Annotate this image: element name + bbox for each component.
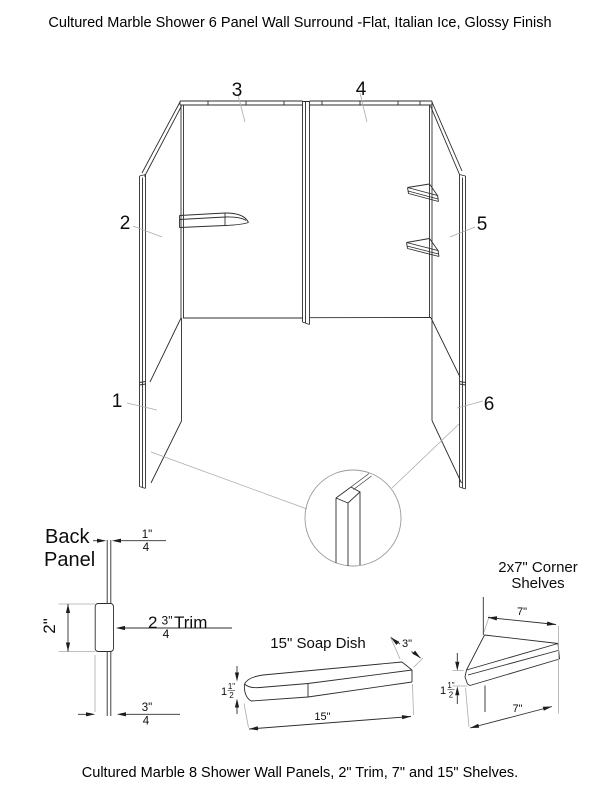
left-corner-trim <box>139 101 182 489</box>
corner-shelf-outline <box>464 597 560 712</box>
corner-shelf-extension-lines <box>452 615 559 728</box>
dim-depth-text: 3" <box>402 638 412 650</box>
dim-soap-height-num: 1" <box>228 682 235 691</box>
page-title: Cultured Marble Shower 6 Panel Wall Surr… <box>48 15 552 31</box>
dim-depth-3in: 3" <box>390 637 421 659</box>
dim-quarter-num: 1" <box>142 529 152 541</box>
seam-detail-circle <box>304 469 402 567</box>
dim-length-15in: 15" <box>248 711 412 731</box>
dim-top-7in-text: 7" <box>517 606 527 618</box>
dim-shelf-height-whole: 1 <box>440 685 446 697</box>
corner-shelves-3d <box>406 183 440 257</box>
detail-circle-outline <box>304 469 402 567</box>
dim-three-quarter-inch: 3" 4 <box>78 702 180 728</box>
part-label-2: 2 <box>120 213 131 234</box>
dim-three-quarter-den: 4 <box>143 716 150 728</box>
center-trim <box>302 101 310 325</box>
part-label-5: 5 <box>477 214 488 235</box>
dim-shelf-height: 1 1" 2 <box>440 653 460 704</box>
corner-shelves-title-line1: 2x7" Corner <box>498 559 578 576</box>
side-panel-left <box>149 317 182 484</box>
part-labels: 1 2 3 4 5 6 <box>112 79 495 415</box>
trim-section-block <box>94 603 114 652</box>
trim-callout-whole: 2 <box>148 613 157 632</box>
corner-shelves-diagram: 2x7" Corner Shelves 7" 1 1" 2 7" <box>440 559 578 729</box>
side-panel-right <box>430 317 462 484</box>
soap-dish-title: 15" Soap Dish <box>270 635 365 652</box>
dim-shelf-height-den: 2 <box>449 691 454 700</box>
extension-lines <box>58 603 96 712</box>
dim-two-inch-text: 2" <box>40 618 59 634</box>
dim-two-inch: 2" <box>40 604 71 652</box>
trim-callout-den: 4 <box>163 627 170 641</box>
trim-callout: 2 3" 4 Trim <box>115 613 232 641</box>
back-panels <box>179 100 433 319</box>
soap-dish-diagram: 15" Soap Dish 3" 1 1" 2 15" <box>221 635 424 731</box>
dim-shelf-height-num: 1" <box>447 681 454 690</box>
back-panel-label-line1: Back <box>45 526 90 548</box>
part-label-1: 1 <box>112 391 123 412</box>
part-leader-lines <box>126 92 484 510</box>
dim-top-7in: 7" <box>487 606 557 626</box>
dim-soap-height-den: 2 <box>229 691 234 700</box>
dim-three-quarter-num: 3" <box>142 702 152 714</box>
page-caption: Cultured Marble 8 Shower Wall Panels, 2"… <box>81 765 519 781</box>
dim-length-text: 15" <box>314 711 330 723</box>
trim-section-closeup <box>335 486 361 566</box>
corner-shelves-title-line2: Shelves <box>511 575 564 592</box>
dim-soap-height: 1 1" 2 <box>221 666 240 714</box>
dim-soap-height-whole: 1 <box>221 686 227 698</box>
assembly-drawing: 1 2 3 4 5 6 <box>112 79 495 567</box>
soap-dish-extension-lines <box>243 636 424 728</box>
soap-dish-3d <box>179 212 249 228</box>
trim-section-extension <box>350 473 372 490</box>
part-label-4: 4 <box>356 79 367 100</box>
soap-dish-outline <box>243 661 413 702</box>
part-label-3: 3 <box>232 80 243 101</box>
dim-quarter-inch: 1" 4 <box>93 529 166 554</box>
dim-bottom-7in-text: 7" <box>512 703 522 715</box>
dim-bottom-7in: 7" <box>469 703 553 729</box>
trim-callout-suffix: Trim <box>174 613 207 632</box>
dim-quarter-den: 4 <box>143 542 150 554</box>
right-corner-trim <box>430 101 466 490</box>
trim-callout-num: 3" <box>162 614 173 628</box>
back-panel-diagram: Back Panel 1" 4 2" 2 3" 4 Trim <box>40 526 232 728</box>
back-panel-label-line2: Panel <box>44 549 95 571</box>
part-label-6: 6 <box>484 394 495 415</box>
